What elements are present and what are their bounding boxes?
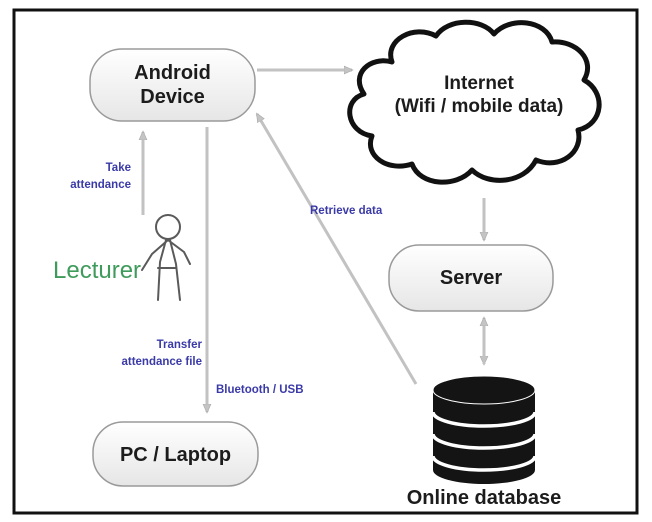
arrow-database-to-android [255, 114, 418, 385]
arrows [143, 70, 484, 412]
lecturer-figure [141, 214, 191, 301]
database-body [433, 390, 535, 484]
server-node [388, 244, 554, 312]
database-icon [431, 375, 537, 484]
database-ring-1 [431, 411, 537, 428]
pc-laptop-node [92, 421, 259, 487]
database-top [432, 375, 536, 405]
internet-cloud [347, 19, 602, 185]
database-ring-2 [431, 433, 537, 450]
lecturer-head [155, 214, 181, 240]
lecturer-body [141, 239, 191, 301]
android-device-node [89, 48, 256, 122]
database-ring-3 [431, 455, 537, 472]
